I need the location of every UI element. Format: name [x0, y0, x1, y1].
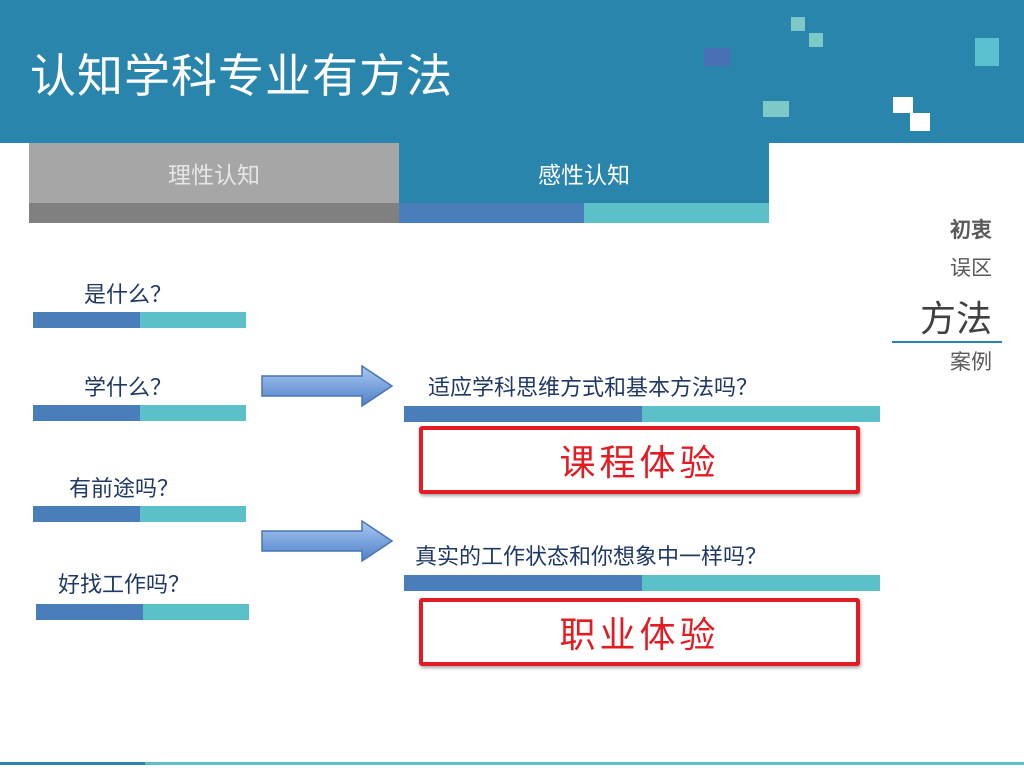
- decor-square: [809, 33, 823, 47]
- question-what-to-study: 学什么？: [84, 376, 173, 401]
- question-bar: [33, 405, 246, 421]
- side-nav-label: 案例: [950, 350, 992, 374]
- bar-teal-segment: [140, 506, 246, 522]
- right-arrow-icon: [261, 364, 394, 408]
- question-bar: [33, 312, 246, 328]
- side-nav-label: 方法: [919, 299, 992, 340]
- question-has-prospects: 有前途吗？: [69, 477, 180, 502]
- question-easy-to-find-job: 好找工作吗？: [58, 573, 191, 598]
- decor-square: [893, 97, 913, 113]
- side-nav-label: 初衷: [950, 217, 992, 242]
- statement-bar: [404, 575, 880, 591]
- side-nav-label: 误区: [950, 256, 992, 280]
- career-experience-box: 职业体验: [419, 598, 860, 666]
- side-nav-item-intent[interactable]: 初衷: [950, 214, 992, 244]
- bar-teal-segment: [642, 575, 880, 591]
- statement-work-reality: 真实的工作状态和你想象中一样吗？: [415, 545, 768, 570]
- footer-divider: [0, 762, 1024, 765]
- footer-segment: [0, 762, 145, 765]
- bar-teal-segment: [143, 604, 249, 620]
- decor-square: [975, 38, 999, 66]
- tab-rational-cognition[interactable]: 理性认知: [29, 143, 399, 203]
- header-banner: 认知学科专业有方法: [0, 0, 1024, 143]
- tab-underline-blue: [399, 203, 584, 223]
- side-nav-active-underline: [892, 341, 1002, 343]
- bar-teal-segment: [642, 406, 880, 422]
- question-bar: [36, 604, 249, 620]
- side-nav-item-case[interactable]: 案例: [950, 346, 992, 376]
- tab-underline-teal: [584, 203, 769, 223]
- question-what-is-it: 是什么？: [84, 283, 173, 308]
- tab-emotional-cognition[interactable]: 感性认知: [399, 143, 769, 203]
- box-label: 课程体验: [559, 443, 720, 484]
- tab-label: 理性认知: [168, 163, 260, 189]
- decor-square: [791, 17, 805, 31]
- tab-label: 感性认知: [538, 163, 630, 189]
- decor-square: [704, 48, 730, 66]
- bar-teal-segment: [140, 405, 246, 421]
- box-label: 职业体验: [559, 615, 720, 656]
- footer-segment: [145, 762, 1024, 765]
- page-title: 认知学科专业有方法: [30, 49, 453, 103]
- right-arrow-icon: [261, 519, 394, 563]
- bar-blue-segment: [404, 575, 642, 591]
- side-nav-item-misconception[interactable]: 误区: [950, 252, 992, 282]
- decor-square: [910, 113, 930, 131]
- bar-teal-segment: [140, 312, 246, 328]
- side-nav-item-method-active[interactable]: 方法: [920, 290, 992, 342]
- bar-blue-segment: [33, 506, 140, 522]
- tab-underline-gray: [29, 203, 399, 223]
- bar-blue-segment: [404, 406, 642, 422]
- bar-blue-segment: [33, 312, 140, 328]
- statement-course-fit: 适应学科思维方式和基本方法吗？: [428, 376, 759, 401]
- bar-blue-segment: [36, 604, 143, 620]
- bar-blue-segment: [33, 405, 140, 421]
- question-bar: [33, 506, 246, 522]
- decor-square: [763, 101, 789, 117]
- course-experience-box: 课程体验: [419, 426, 860, 494]
- statement-bar: [404, 406, 880, 422]
